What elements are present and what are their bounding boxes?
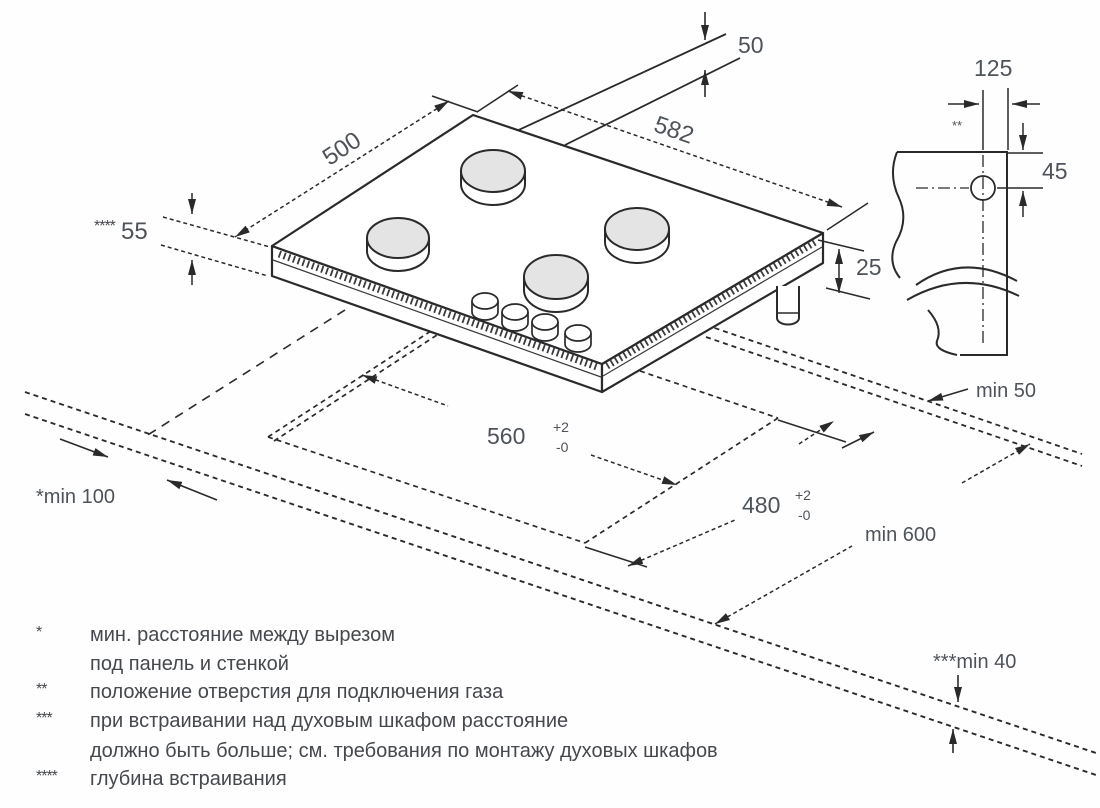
panel-break-arc-1: [915, 266, 1018, 286]
dim-hob-depth: [234, 95, 479, 238]
dim-cutout-width-label: 560: [487, 423, 525, 449]
dim-worktop-depth-label: min 600: [865, 524, 936, 546]
side-panel-detail: [891, 151, 1020, 356]
control-knobs: [471, 292, 592, 353]
dim-side-wall-gap: [59, 438, 218, 501]
dim-front-height-label: 25: [856, 254, 882, 280]
dim-cutout-depth-tol-minus: -0: [798, 507, 811, 523]
footnotes: * мин. расстояние между вырезом под пане…: [36, 624, 718, 790]
projection-line: [142, 309, 346, 439]
gas-pipe: [776, 286, 800, 326]
dim-worktop-depth: [714, 443, 1031, 625]
footnote-2-line1: положение отверстия для подключения газа: [90, 681, 504, 703]
panel-break-arc-2: [906, 282, 1020, 301]
footnote-3-marker: ***: [36, 710, 52, 727]
footnote-1-line1: мин. расстояние между вырезом: [90, 624, 395, 646]
dim-rear-gap: 50: [701, 12, 764, 97]
knob-4: [564, 324, 592, 353]
dim-cutout-depth: [584, 419, 847, 568]
burner-rear: [460, 149, 526, 206]
dim-cutout-depth-tol-plus: +2: [795, 487, 811, 503]
dim-rear-gap-label: 50: [738, 32, 764, 58]
hole-marker-label: **: [952, 118, 962, 133]
dim-install-depth-label: 55: [121, 218, 148, 245]
dim-rear-wall-gap: [841, 388, 969, 449]
dim-cutout-width: [361, 374, 678, 486]
dim-worktop-thickness-label: ***min 40: [933, 651, 1016, 673]
burner-right: [604, 207, 670, 264]
footnote-2-marker: **: [36, 681, 47, 698]
burner-front: [523, 254, 589, 313]
panel-break-edge-lower: [927, 309, 958, 356]
dim-install-depth: [160, 193, 271, 285]
footnote-1-line2: под панель и стенкой: [90, 653, 289, 675]
dim-side-wall-gap-label: *min 100: [36, 486, 115, 508]
footnote-1-marker: *: [36, 624, 42, 641]
footnote-3-line1: при встраивании над духовым шкафом расст…: [90, 710, 568, 732]
dim-hob-width-label: 582: [651, 111, 698, 150]
knob-3: [531, 313, 559, 342]
panel-outline: [897, 151, 1008, 356]
dim-cutout-width-tol-plus: +2: [553, 419, 569, 435]
panel-break-edge-upper: [891, 151, 905, 279]
footnote-3-line2: должно быть больше; см. требования по мо…: [90, 740, 718, 762]
dim-cutout-width-tol-minus: -0: [556, 439, 569, 455]
glass-edge-hatching: [272, 237, 823, 378]
rear-wall-lines: [705, 324, 1083, 467]
cutout-outline: [267, 330, 779, 544]
knob-1: [471, 292, 499, 321]
knob-2: [501, 303, 529, 332]
footnote-4-line1: глубина встраивания: [90, 768, 287, 790]
burner-left: [366, 217, 430, 272]
dim-cutout-depth-label: 480: [742, 492, 780, 518]
dim-rear-wall-gap-label: min 50: [976, 380, 1036, 402]
dim-install-depth-marker: ****: [94, 218, 116, 235]
footnote-4-marker: ****: [36, 768, 58, 785]
dim-hob-width: [476, 84, 869, 231]
dim-hob-depth-label: 500: [318, 127, 366, 172]
dim-hole-from-top-label: 45: [1042, 158, 1068, 184]
dim-hole-from-top: [997, 123, 1043, 217]
dim-front-height: [817, 239, 871, 300]
dim-worktop-thickness: [949, 675, 962, 753]
dim-hole-from-edge-label: 125: [974, 55, 1012, 81]
dim-hole-from-edge: [948, 88, 1040, 150]
